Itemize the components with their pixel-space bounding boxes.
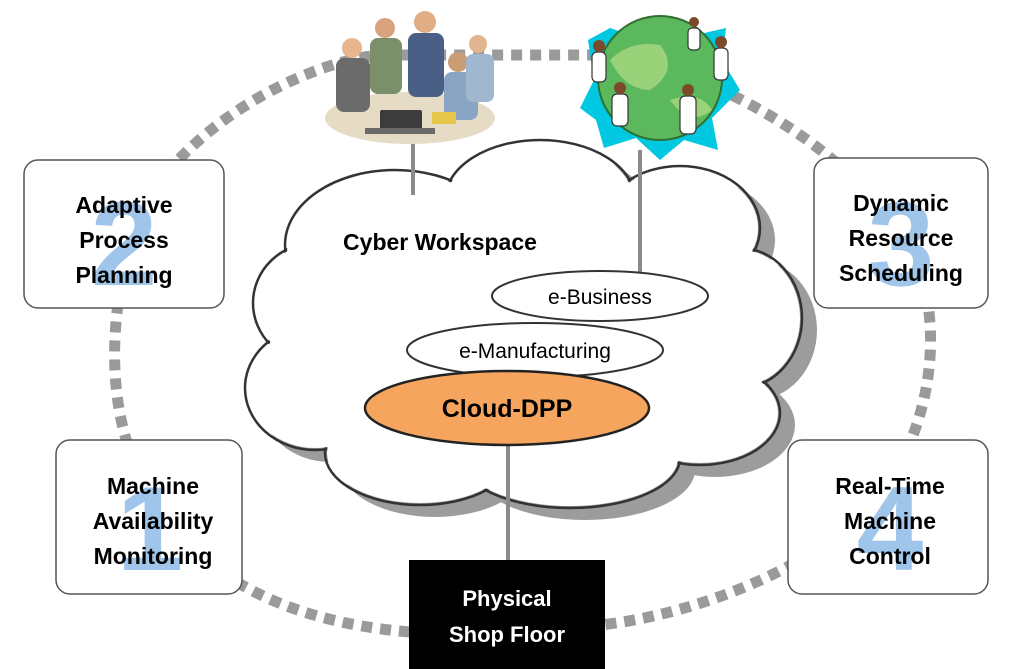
stage-4-line-2: Machine <box>844 508 936 534</box>
stage-number-4: 4 <box>857 462 924 596</box>
stage-box-real-time-machine-control: 4 Real-Time Machine Control <box>787 439 989 596</box>
globe-with-people-illustration <box>580 15 740 160</box>
stage-2-line-1: Adaptive <box>75 192 172 218</box>
stage-number-2: 2 <box>91 177 158 311</box>
shop-floor-line-2: Shop Floor <box>449 622 566 647</box>
e-business-node: e-Business <box>491 270 709 322</box>
team-meeting-illustration <box>325 11 495 144</box>
stage-2-line-3: Planning <box>75 262 172 288</box>
physical-shop-floor-box: Physical Shop Floor <box>409 560 605 669</box>
stage-3-line-3: Scheduling <box>839 260 963 286</box>
stage-3-line-2: Resource <box>849 225 954 251</box>
stage-2-line-2: Process <box>79 227 169 253</box>
stage-4-line-1: Real-Time <box>835 473 945 499</box>
stage-number-1: 1 <box>117 462 184 596</box>
cloud-dpp-node: Cloud-DPP <box>363 369 651 447</box>
e-business-label: e-Business <box>548 286 652 309</box>
stage-box-dynamic-resource-scheduling: 3 Dynamic Resource Scheduling <box>813 157 989 311</box>
stage-1-line-3: Monitoring <box>94 543 213 569</box>
stage-3-line-1: Dynamic <box>853 190 949 216</box>
stage-1-line-1: Machine <box>107 473 199 499</box>
stage-1-line-2: Availability <box>93 508 214 534</box>
stage-box-machine-availability-monitoring: 1 Machine Availability Monitoring <box>55 439 243 596</box>
stage-number-3: 3 <box>868 177 935 311</box>
stage-4-line-3: Control <box>849 543 931 569</box>
shop-floor-line-1: Physical <box>462 586 551 611</box>
cyber-workspace-title: Cyber Workspace <box>343 229 537 255</box>
e-manufacturing-node: e-Manufacturing <box>406 322 664 378</box>
e-manufacturing-label: e-Manufacturing <box>459 340 611 363</box>
stage-box-adaptive-process-planning: 2 Adaptive Process Planning <box>23 159 225 311</box>
cloud-dpp-label: Cloud-DPP <box>442 395 573 423</box>
